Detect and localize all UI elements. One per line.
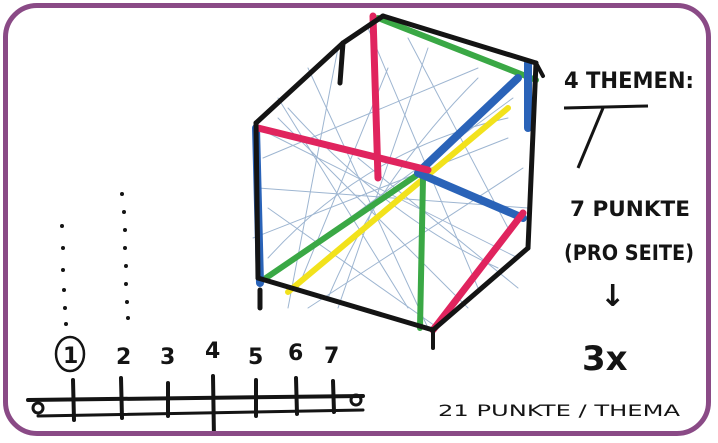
note-points-line1: 7 PUNKTE: [570, 197, 690, 221]
scale-start-marker: [33, 403, 43, 413]
blue-edge-back: [418, 173, 523, 218]
green-edge-vert: [420, 178, 423, 328]
note-topics: 4 THEMEN:: [564, 69, 694, 94]
scale-label-7: 7: [324, 344, 339, 369]
scale-label-5: 5: [248, 345, 263, 370]
note-total: 21 PUNKTE / THEMA: [438, 401, 680, 420]
dot-columns: [60, 192, 130, 326]
scale-end-marker: [351, 395, 361, 405]
whiteboard-frame: 1 2 3 4 5 6 7 4 THEMEN: 7 PUNKTE (PRO SE…: [3, 3, 711, 436]
scale-label-3: 3: [160, 345, 175, 370]
note-arrow: ↓: [600, 279, 625, 314]
scale-label-4: 4: [205, 339, 220, 364]
scale-label-2: 2: [116, 345, 131, 370]
scale-labels: 1 2 3 4 5 6 7: [63, 339, 339, 370]
note-multiplier: 3x: [582, 339, 628, 379]
green-edge-diag: [263, 173, 420, 280]
note-points-line2: (PRO SEITE): [564, 241, 694, 265]
whiteboard-sketch: 1 2 3 4 5 6 7 4 THEMEN: 7 PUNKTE (PRO SE…: [8, 8, 711, 436]
green-edge-top: [378, 18, 536, 80]
scale-label-1: 1: [63, 344, 78, 369]
scale-line-top: [28, 396, 363, 400]
cube-drawing: [253, 16, 543, 348]
blue-edge-right: [423, 78, 518, 168]
scale-line-bottom: [38, 410, 363, 416]
scale-label-6: 6: [288, 341, 303, 366]
